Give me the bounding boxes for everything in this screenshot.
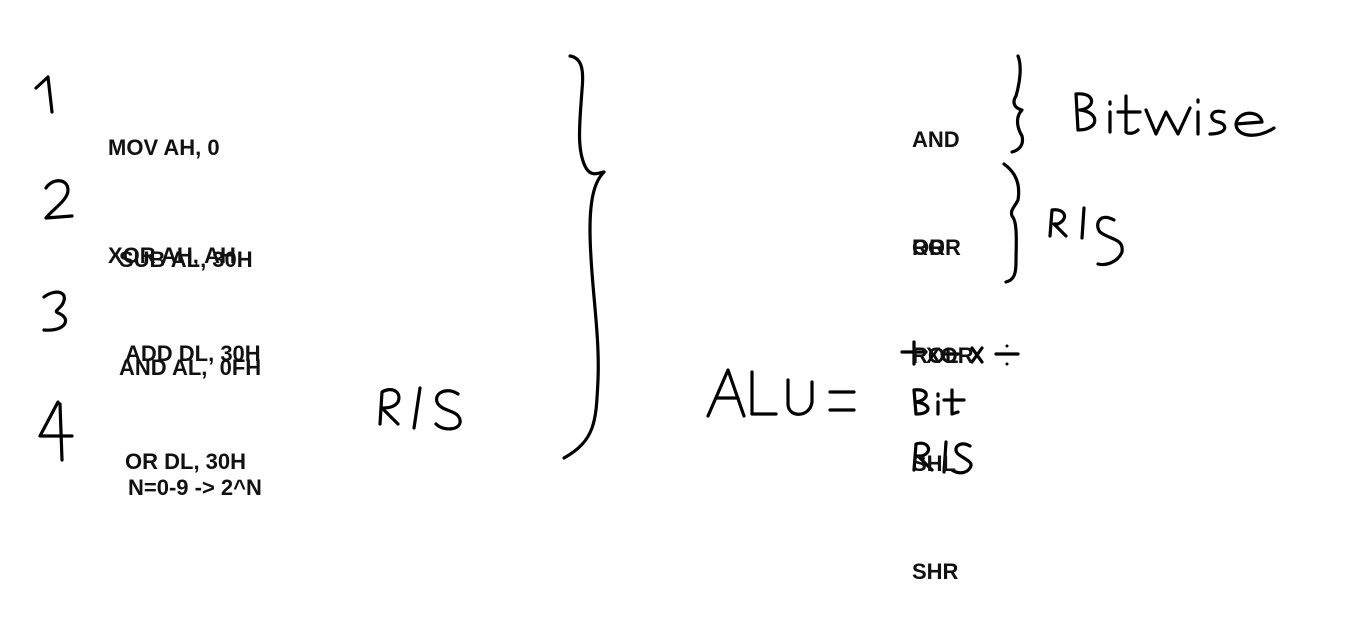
handwritten-bit: [912, 388, 966, 416]
rs-brace: [1002, 162, 1021, 284]
handwritten-number-4: [38, 400, 74, 462]
code-line: MOV AH, 0: [108, 135, 220, 160]
rs-group-items: ROR ROL SHL SHR: [912, 158, 961, 626]
instruction-xor: XOR: [926, 343, 974, 368]
section-4-code: N=0-9 -> 2^N: [128, 398, 262, 542]
section-1-code: MOV AH, 0 XOR AH, AH: [108, 58, 236, 310]
handwritten-rs-alu: [912, 440, 973, 475]
handwritten-rs-note-left: [378, 386, 462, 431]
handwritten-operators: [900, 340, 1020, 366]
code-line: AND AL, 0FH: [119, 355, 262, 380]
instruction-and: AND: [912, 127, 960, 152]
code-line: XOR AH, AH: [108, 243, 236, 268]
code-line: N=0-9 -> 2^N: [128, 475, 262, 500]
large-curly-brace: [562, 54, 606, 460]
instruction-shr: SHR: [912, 559, 959, 584]
code-line: SUB AL, 30H: [119, 247, 253, 272]
instruction-or: OR: [912, 235, 945, 260]
section-2-code: SUB AL, 30H AND AL, 0FH: [119, 170, 261, 422]
instruction-rol: ROL: [912, 343, 959, 368]
code-line: OR DL, 30H: [125, 449, 247, 474]
instruction-shl: SHL: [912, 451, 956, 476]
handwritten-bitwise-label: [1074, 92, 1276, 137]
handwriting-layer: [34, 54, 1276, 475]
section-3-code: ADD DL, 30H OR DL, 30H: [125, 264, 261, 516]
code-line: ADD DL, 30H: [125, 341, 261, 366]
instruction-ror: ROR: [912, 235, 961, 260]
handwritten-number-3: [42, 290, 68, 332]
bitwise-brace: [1010, 54, 1025, 154]
handwritten-rs-label-right: [1048, 206, 1124, 267]
handwritten-number-1: [34, 75, 54, 114]
handwritten-alu-label: [706, 368, 856, 418]
handwritten-number-2: [44, 179, 74, 220]
bitwise-group-items: AND OR XOR: [912, 50, 974, 410]
